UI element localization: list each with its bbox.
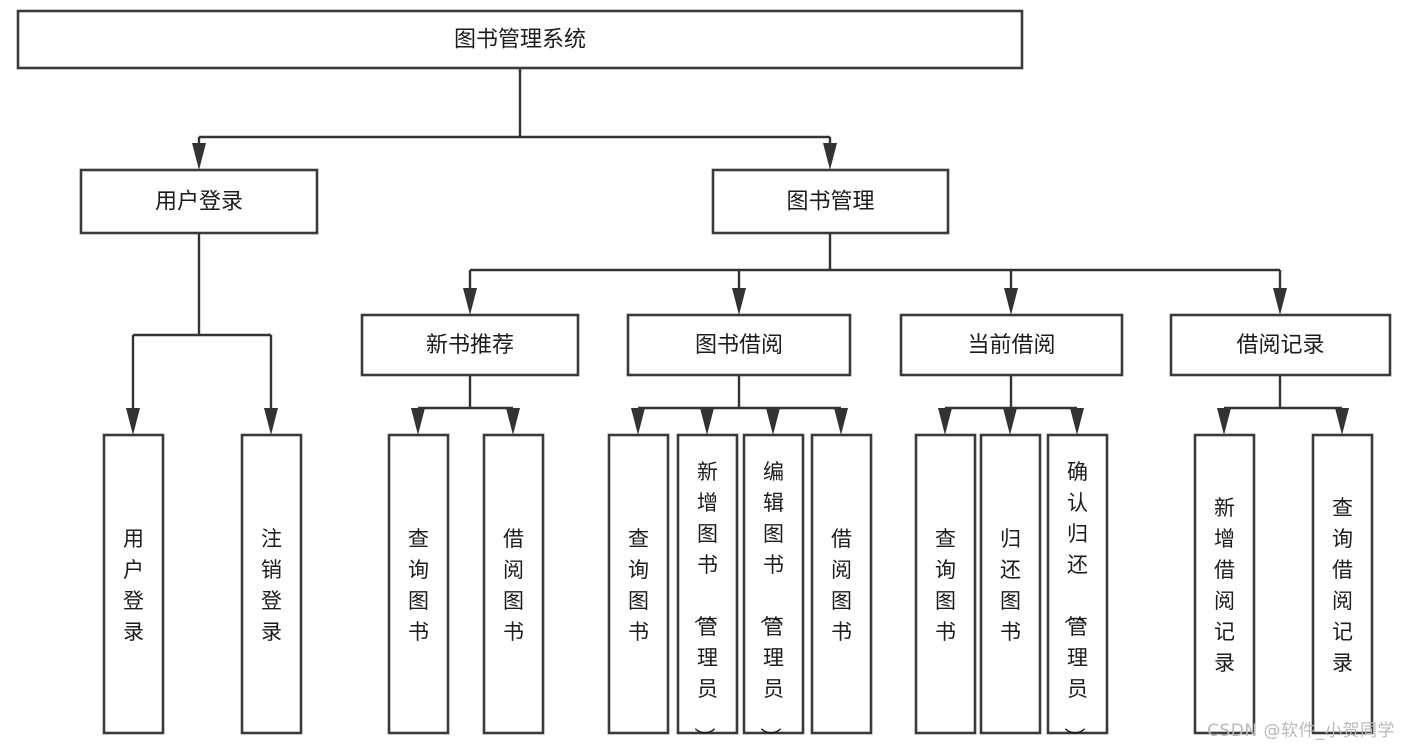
arrowhead-icon bbox=[938, 408, 952, 435]
node-label: 查询图书 bbox=[935, 527, 956, 644]
node-box[interactable] bbox=[626, 313, 852, 377]
node-leaf-编辑图书管理员[interactable]: 编辑图书（管理员） bbox=[742, 433, 805, 747]
node-label: 新书推荐 bbox=[426, 333, 514, 358]
node-level3-借阅记录[interactable]: 借阅记录 bbox=[1169, 313, 1392, 377]
connector-from-用户登录 bbox=[126, 233, 278, 435]
node-box[interactable] bbox=[16, 9, 1024, 70]
arrowhead-icon bbox=[411, 408, 425, 435]
arrowhead-icon bbox=[1003, 408, 1017, 435]
node-level2-图书管理[interactable]: 图书管理 bbox=[711, 168, 950, 235]
node-level3-当前借阅[interactable]: 当前借阅 bbox=[899, 313, 1124, 377]
arrowhead-icon bbox=[192, 143, 206, 170]
node-box[interactable] bbox=[979, 433, 1042, 735]
connector-from-图书借阅 bbox=[631, 375, 848, 435]
node-box[interactable] bbox=[810, 433, 873, 735]
connector-from-借阅记录 bbox=[1217, 375, 1349, 435]
node-label: 确认归还（管理员） bbox=[1062, 460, 1088, 747]
node-root-图书管理系统[interactable]: 图书管理系统 bbox=[16, 9, 1024, 70]
node-label: 借阅图书 bbox=[831, 527, 852, 644]
arrowhead-icon bbox=[1070, 408, 1084, 435]
arrowhead-icon bbox=[506, 408, 520, 435]
node-label: 编辑图书（管理员） bbox=[758, 460, 784, 747]
node-box[interactable] bbox=[387, 433, 450, 735]
arrowhead-icon bbox=[631, 408, 645, 435]
node-box[interactable] bbox=[482, 433, 545, 735]
node-box[interactable] bbox=[102, 433, 165, 735]
node-box[interactable] bbox=[360, 313, 580, 377]
arrowhead-icon bbox=[834, 408, 848, 435]
node-layer: 图书管理系统用户登录图书管理新书推荐图书借阅当前借阅借阅记录用户登录注销登录查询… bbox=[16, 9, 1392, 747]
arrowhead-icon bbox=[1217, 408, 1231, 435]
node-leaf-查询图书[interactable]: 查询图书 bbox=[607, 433, 670, 735]
node-leaf-查询图书[interactable]: 查询图书 bbox=[387, 433, 450, 735]
node-label: 查询图书 bbox=[408, 527, 429, 644]
node-label: 用户登录 bbox=[155, 190, 243, 215]
connector-from-图书管理 bbox=[463, 233, 1287, 315]
node-label: 新增借阅记录 bbox=[1214, 496, 1235, 675]
node-label: 归还图书 bbox=[1000, 527, 1021, 644]
node-label: 图书借阅 bbox=[695, 333, 783, 358]
node-leaf-新增图书管理员[interactable]: 新增图书（管理员） bbox=[676, 433, 739, 747]
node-box[interactable] bbox=[79, 168, 319, 235]
node-box[interactable] bbox=[1193, 433, 1256, 735]
node-label: 图书管理系统 bbox=[454, 28, 586, 53]
node-leaf-归还图书[interactable]: 归还图书 bbox=[979, 433, 1042, 735]
node-box[interactable] bbox=[676, 433, 739, 735]
node-leaf-借阅图书[interactable]: 借阅图书 bbox=[810, 433, 873, 735]
arrowhead-icon bbox=[766, 408, 780, 435]
node-label: 借阅图书 bbox=[503, 527, 524, 644]
node-box[interactable] bbox=[1169, 313, 1392, 377]
node-box[interactable] bbox=[1046, 433, 1109, 735]
node-label: 查询图书 bbox=[628, 527, 649, 644]
arrowhead-icon bbox=[264, 408, 278, 435]
node-box[interactable] bbox=[607, 433, 670, 735]
node-leaf-借阅图书[interactable]: 借阅图书 bbox=[482, 433, 545, 735]
arrowhead-icon bbox=[732, 288, 746, 315]
node-box[interactable] bbox=[742, 433, 805, 735]
arrowhead-icon bbox=[1004, 288, 1018, 315]
arrowhead-icon bbox=[1273, 288, 1287, 315]
node-box[interactable] bbox=[1311, 433, 1374, 735]
csdn-watermark: CSDN @软件_小贺同学 bbox=[1207, 721, 1395, 741]
node-label: 图书管理 bbox=[786, 190, 874, 215]
node-box[interactable] bbox=[711, 168, 950, 235]
connector-from-图书管理系统 bbox=[192, 68, 837, 170]
arrowhead-icon bbox=[463, 288, 477, 315]
node-leaf-查询图书[interactable]: 查询图书 bbox=[914, 433, 977, 735]
node-level3-图书借阅[interactable]: 图书借阅 bbox=[626, 313, 852, 377]
node-label: 查询借阅记录 bbox=[1332, 496, 1353, 675]
arrowhead-icon bbox=[126, 408, 140, 435]
node-label: 当前借阅 bbox=[967, 333, 1055, 358]
node-leaf-新增借阅记录[interactable]: 新增借阅记录 bbox=[1193, 433, 1256, 735]
node-leaf-确认归还管理员[interactable]: 确认归还（管理员） bbox=[1046, 433, 1109, 747]
arrowhead-icon bbox=[823, 143, 837, 170]
connector-from-新书推荐 bbox=[411, 375, 520, 435]
node-level2-用户登录[interactable]: 用户登录 bbox=[79, 168, 319, 235]
node-leaf-查询借阅记录[interactable]: 查询借阅记录 bbox=[1311, 433, 1374, 735]
node-level3-新书推荐[interactable]: 新书推荐 bbox=[360, 313, 580, 377]
connector-layer bbox=[126, 68, 1349, 435]
node-label: 借阅记录 bbox=[1236, 333, 1324, 358]
node-leaf-注销登录[interactable]: 注销登录 bbox=[240, 433, 303, 735]
node-leaf-用户登录[interactable]: 用户登录 bbox=[102, 433, 165, 735]
node-box[interactable] bbox=[899, 313, 1124, 377]
node-label: 用户登录 bbox=[123, 527, 144, 644]
node-label: 新增图书（管理员） bbox=[692, 460, 718, 747]
node-box[interactable] bbox=[914, 433, 977, 735]
arrowhead-icon bbox=[700, 408, 714, 435]
node-label: 注销登录 bbox=[261, 527, 282, 644]
node-box[interactable] bbox=[240, 433, 303, 735]
arrowhead-icon bbox=[1335, 408, 1349, 435]
connector-from-当前借阅 bbox=[938, 375, 1084, 435]
